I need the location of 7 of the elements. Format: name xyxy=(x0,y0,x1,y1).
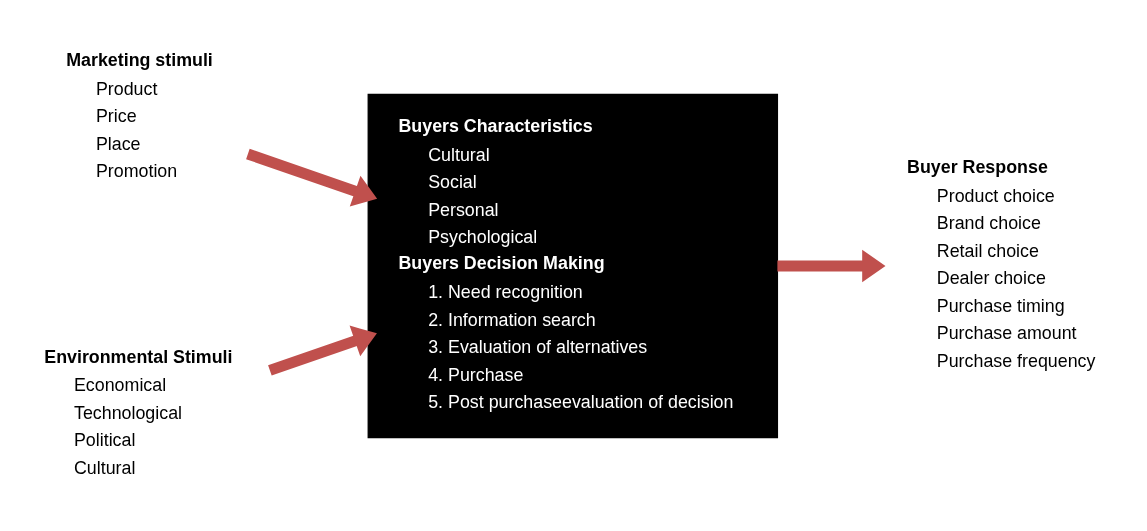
arrow xyxy=(246,148,378,207)
node-text: Environmental Stimuli Economical Technological Political Cultural xyxy=(44,346,233,478)
arrow xyxy=(777,249,886,282)
node-text: Buyer Response Product choice Brand choice Retail choice Dealer choice Purchase timing Purchase amount Purchase frequency xyxy=(907,156,1096,371)
node-text: Marketing stimuli Product Price Place Promotion xyxy=(66,49,213,181)
arrow xyxy=(268,325,377,376)
node-box: Buyers Characteristics Cultural Social Personal Psychological Buyers Decision Making 1. Need recognition 2. Information search 3. Evaluation of alternatives 4. Purchase 5. Post purchaseevaluation of decision xyxy=(367,93,779,438)
